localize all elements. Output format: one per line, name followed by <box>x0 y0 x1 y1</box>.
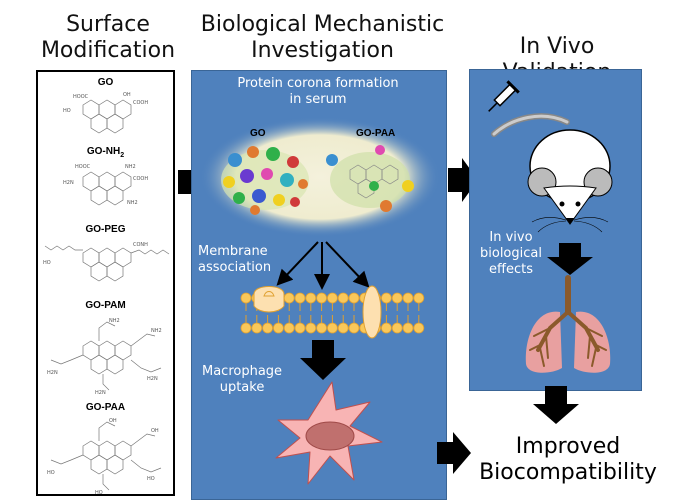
svg-text:NH2: NH2 <box>125 164 136 170</box>
membrane-association-label: Membrane association <box>198 244 272 275</box>
svg-text:OH: OH <box>123 92 131 98</box>
heading-surface-modification: Surface Modification <box>40 12 176 63</box>
in-vivo-effects-label: In vivo biological effects <box>480 230 542 277</box>
svg-text:HOOC: HOOC <box>75 164 91 170</box>
lipid-head <box>391 292 403 304</box>
macrophage-cell <box>275 381 383 485</box>
syringe-icon <box>488 80 520 112</box>
lipid-head <box>327 292 338 304</box>
lipid-head <box>348 322 360 334</box>
lipid-head <box>391 322 403 334</box>
heading-mechanistic-investigation: Biological Mechanistic Investigation <box>200 12 445 63</box>
lipid-head <box>262 322 274 334</box>
arrow-down-icon <box>547 243 593 275</box>
svg-text:H2N: H2N <box>147 376 158 382</box>
chem-label-go-nh2: GO-NH2 <box>86 146 125 159</box>
lipid-head <box>316 322 327 334</box>
chem-label-go-paa: GO-PAA <box>85 402 126 413</box>
go-peg-structure: HO CONH <box>43 242 170 282</box>
lipid-head <box>316 292 327 304</box>
lipid-head <box>402 322 414 334</box>
lipid-bilayer <box>240 285 425 339</box>
svg-text:COOH: COOH <box>133 100 148 106</box>
svg-text:CONH: CONH <box>133 242 148 248</box>
particle-label-go: GO <box>250 128 266 139</box>
lipid-head <box>240 292 252 304</box>
svg-text:NH2: NH2 <box>109 318 120 324</box>
chem-label-go-pam: GO-PAM <box>85 300 126 311</box>
svg-text:HO: HO <box>95 490 103 496</box>
arrow-down-icon <box>533 386 579 424</box>
lipid-head <box>251 322 263 334</box>
svg-text:H2N: H2N <box>47 370 58 376</box>
arrow-down-icon <box>300 340 346 380</box>
protein-corona-label: Protein corona formation in serum <box>237 76 399 107</box>
go-paa-protein-corona <box>326 145 414 212</box>
macrophage-uptake-label: Macrophage uptake <box>202 364 283 395</box>
arrow-right-icon <box>448 158 478 202</box>
lipid-head <box>294 292 306 304</box>
lipid-head <box>327 322 338 334</box>
lipid-head <box>240 322 252 334</box>
svg-text:H2N: H2N <box>95 390 106 396</box>
svg-text:H2N: H2N <box>63 180 74 186</box>
lipid-head <box>337 292 349 304</box>
improved-biocompatibility-label: Improved Biocompatibility <box>479 434 657 485</box>
svg-text:HOOC: HOOC <box>73 94 89 100</box>
lipid-head <box>283 292 295 304</box>
transmembrane-protein <box>362 285 382 339</box>
peripheral-membrane-protein <box>253 286 285 313</box>
lipid-head <box>402 292 414 304</box>
particle-label-go-paa: GO-PAA <box>356 128 396 139</box>
lipid-head <box>294 322 306 334</box>
lipid-head <box>337 322 349 334</box>
lipid-head <box>305 322 317 334</box>
go-paa-structure: OH OH HO HO HO <box>47 418 162 496</box>
svg-text:HO: HO <box>47 470 55 476</box>
svg-text:OH: OH <box>151 428 159 434</box>
lungs-icon <box>525 275 611 373</box>
lipid-head <box>348 292 360 304</box>
chem-label-go-peg: GO-PEG <box>85 224 126 235</box>
lipid-head <box>380 292 392 304</box>
lipid-head <box>413 292 425 304</box>
svg-text:COOH: COOH <box>133 176 148 182</box>
svg-text:HO: HO <box>43 260 51 266</box>
lipid-head <box>273 322 284 334</box>
membrane-arrows <box>276 241 370 290</box>
svg-text:HO: HO <box>147 476 155 482</box>
arrow-right-icon <box>437 432 471 474</box>
svg-text:OH: OH <box>109 418 117 424</box>
lipid-head <box>413 322 425 334</box>
lipid-head <box>380 322 392 334</box>
lipid-head <box>305 292 317 304</box>
mouse-icon <box>491 113 613 233</box>
lipid-head <box>283 322 295 334</box>
chem-label-go: GO <box>97 77 114 88</box>
svg-text:NH2: NH2 <box>127 200 138 206</box>
svg-text:NH2: NH2 <box>151 328 162 334</box>
go-protein-corona <box>221 146 309 215</box>
svg-text:HO: HO <box>63 108 71 114</box>
